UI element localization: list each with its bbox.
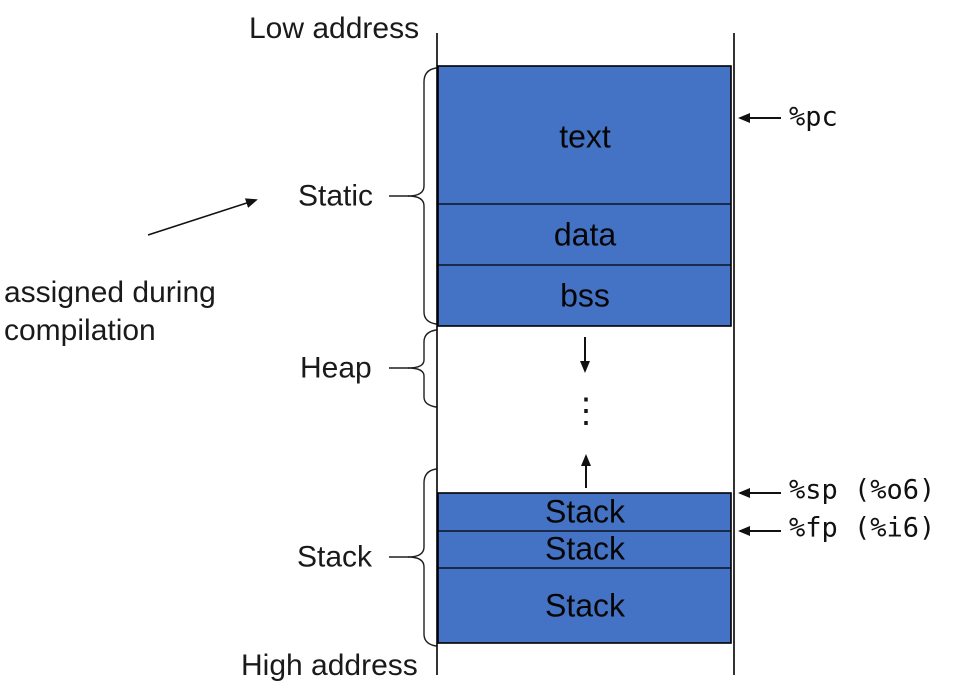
stack-frame-2-label: Stack bbox=[544, 530, 626, 567]
compilation-note: assigned during compilation bbox=[4, 276, 216, 347]
low-address-label: Low address bbox=[249, 12, 420, 45]
fp-register-label: %fp (%i6) bbox=[789, 512, 936, 544]
static-brace bbox=[407, 67, 437, 325]
stack-brace bbox=[407, 468, 437, 647]
high-address-label: High address bbox=[241, 649, 418, 682]
data-segment-label: data bbox=[553, 216, 617, 253]
pc-register-label: %pc bbox=[789, 101, 838, 133]
sp-register-label: %sp (%o6) bbox=[789, 474, 936, 506]
text-segment-label: text bbox=[559, 118, 611, 155]
static-group-label: Static bbox=[298, 179, 374, 213]
stack-frame-1-label: Stack bbox=[544, 493, 626, 530]
heap-brace bbox=[407, 329, 437, 408]
static-segments-box bbox=[437, 65, 732, 327]
heap-group-label: Heap bbox=[300, 351, 372, 385]
heap-stack-gap-ellipsis: ⋮ bbox=[569, 392, 603, 430]
bss-segment-label: bss bbox=[560, 277, 610, 314]
compilation-note-arrow bbox=[147, 198, 258, 236]
stack-frame-3-label: Stack bbox=[544, 587, 626, 624]
stack-group-label: Stack bbox=[297, 540, 373, 574]
